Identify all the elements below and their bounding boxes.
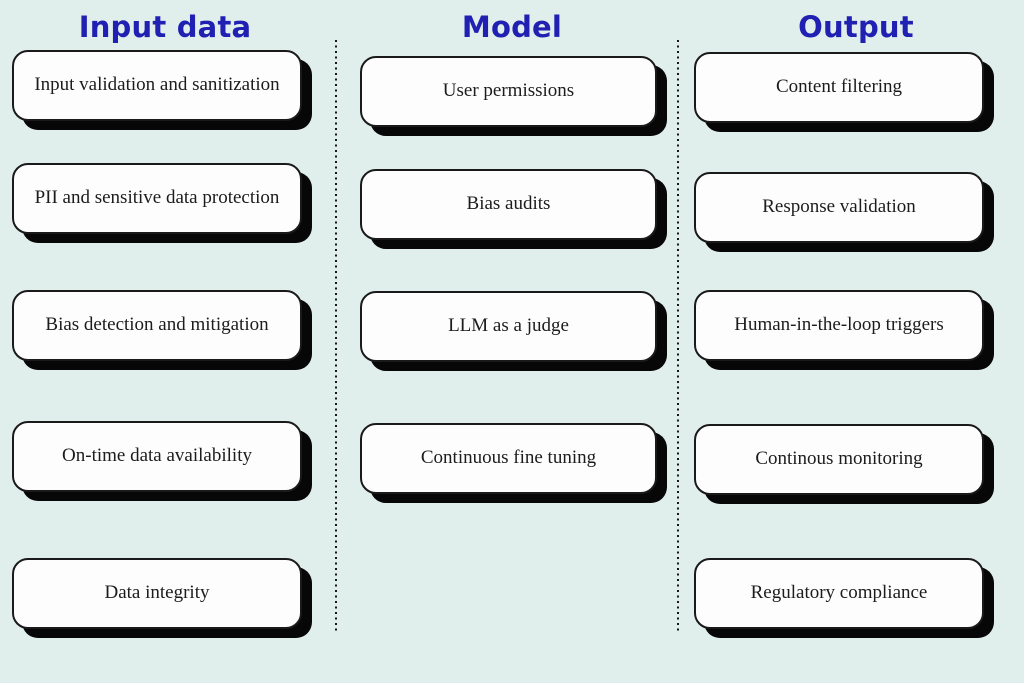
card-label: Human-in-the-loop triggers <box>734 314 944 336</box>
card-bias-audits: Bias audits <box>360 169 657 240</box>
card-label: Continous monitoring <box>755 448 923 470</box>
column-header-output: Output <box>798 10 914 44</box>
card-label: PII and sensitive data protection <box>34 187 280 209</box>
card-label: User permissions <box>442 80 575 102</box>
card-bias-detection: Bias detection and mitigation <box>12 290 302 361</box>
card-label: Content filtering <box>775 76 903 98</box>
dotted-separator-right <box>677 40 679 634</box>
card-label: Input validation and sanitization <box>34 74 280 96</box>
card-on-time-data: On-time data availability <box>12 421 302 492</box>
card-llm-as-a-judge: LLM as a judge <box>360 291 657 362</box>
column-header-model: Model <box>461 10 563 44</box>
column-output: Content filtering Response validation Hu… <box>694 0 984 683</box>
card-label: Bias detection and mitigation <box>45 314 269 336</box>
card-label: Data integrity <box>104 582 210 604</box>
card-content-filtering: Content filtering <box>694 52 984 123</box>
card-label: Response validation <box>762 196 916 218</box>
card-regulatory-compliance: Regulatory compliance <box>694 558 984 629</box>
card-response-validation: Response validation <box>694 172 984 243</box>
card-continuous-fine-tuning: Continuous fine tuning <box>360 423 657 494</box>
card-human-in-the-loop: Human-in-the-loop triggers <box>694 290 984 361</box>
card-continous-monitoring: Continous monitoring <box>694 424 984 495</box>
card-pii-protection: PII and sensitive data protection <box>12 163 302 234</box>
card-user-permissions: User permissions <box>360 56 657 127</box>
column-header-input-data: Input data <box>78 10 252 44</box>
card-label: On-time data availability <box>62 445 252 467</box>
column-input-data: Input validation and sanitization PII an… <box>12 0 302 683</box>
card-label: Regulatory compliance <box>750 582 928 604</box>
column-model: User permissions Bias audits LLM as a ju… <box>360 0 657 683</box>
card-label: Bias audits <box>466 193 551 215</box>
card-label: LLM as a judge <box>448 315 569 337</box>
dotted-separator-left <box>335 40 337 634</box>
card-label: Continuous fine tuning <box>420 447 597 469</box>
card-data-integrity: Data integrity <box>12 558 302 629</box>
card-input-validation: Input validation and sanitization <box>12 50 302 121</box>
